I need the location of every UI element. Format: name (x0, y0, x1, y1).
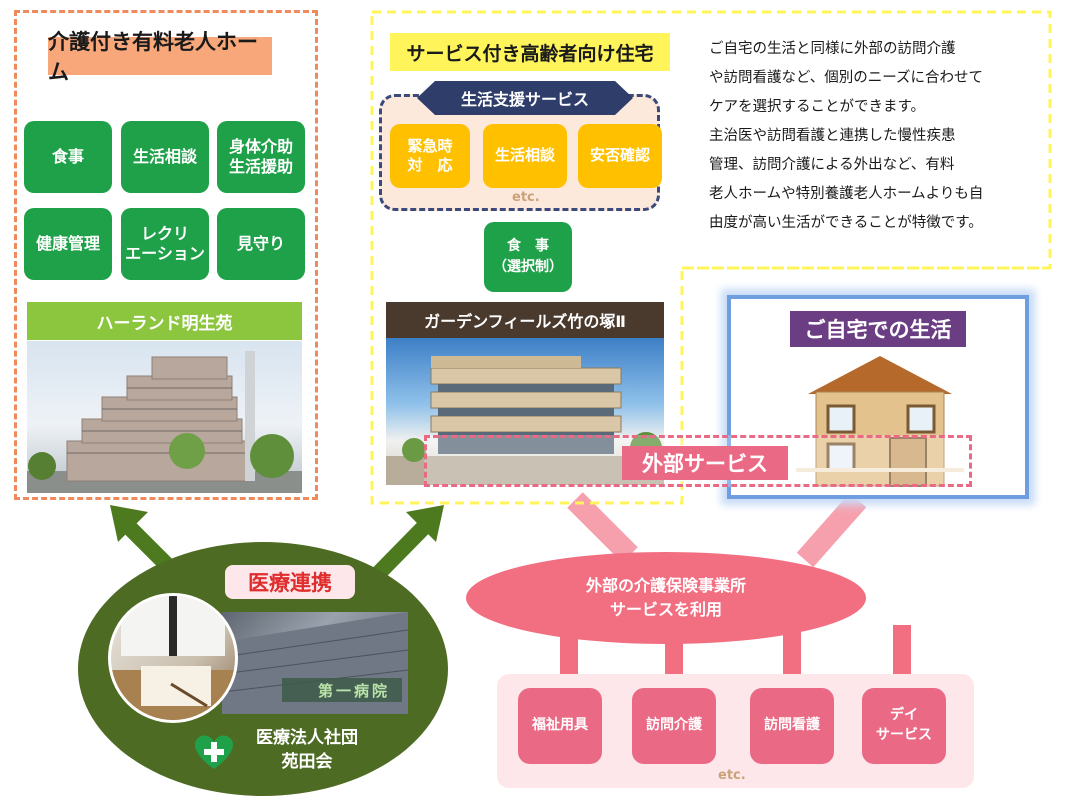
home-life-title: ご自宅での生活 (790, 311, 966, 347)
support-services-title: 生活支援サービス (460, 90, 589, 109)
desc-line: 由度が高い生活ができることが特徴です。 (709, 215, 983, 231)
connector-home-provider (796, 492, 867, 568)
doctor-photo (108, 593, 238, 723)
building-illustration-icon (27, 351, 302, 493)
support-safety-check: 安否確認 (578, 124, 662, 188)
service-welfare-equipment: 福祉用具 (518, 688, 602, 764)
doctor-writing-icon (111, 596, 235, 720)
desc-line: ケアを選択することができます。 (709, 99, 926, 115)
support-consultation: 生活相談 (483, 124, 567, 188)
medical-cooperation-title: 医療連携 (225, 565, 355, 599)
hospital-photo: 第一病院 (222, 612, 408, 714)
service-physical-care: 身体介助 生活援助 (217, 121, 305, 193)
support-banner (417, 81, 633, 115)
nursing-home-photo (27, 341, 302, 493)
connector-mid-provider (567, 492, 638, 563)
service-home-care: 訪問介護 (632, 688, 716, 764)
support-emergency: 緊急時 対 応 (390, 124, 470, 188)
external-etc: etc. (718, 768, 746, 783)
service-recreation: レクリ エーション (121, 208, 209, 280)
meal-selectable: 食 事 （選択制） (484, 222, 572, 292)
house-icon (796, 356, 964, 487)
service-day-service: デイ サービス (862, 688, 946, 764)
medical-cross-heart-icon (195, 735, 233, 769)
hospital-sign: 第一病院 (317, 682, 390, 700)
desc-line: 管理、訪問介護による外出など、有料 (709, 157, 955, 173)
medical-org-name: 医療法人社団 苑田会 (256, 728, 358, 772)
external-services-label: 外部サービス (622, 446, 788, 480)
service-housing-name: ガーデンフィールズ竹の塚Ⅱ (386, 302, 664, 338)
nursing-home-title: 介護付き有料老人ホーム (48, 30, 272, 84)
service-home-nursing: 訪問看護 (750, 688, 834, 764)
desc-line: や訪問看護など、個別のニーズに合わせて (709, 70, 984, 86)
service-watch: 見守り (217, 208, 305, 280)
modern-building-illustration-icon (386, 356, 664, 485)
nursing-home-panel (14, 10, 318, 500)
service-consultation: 生活相談 (121, 121, 209, 193)
service-housing-panel (370, 10, 1052, 505)
nursing-home-name: ハーランド明生苑 (27, 302, 302, 340)
desc-line: ご自宅の生活と同様に外部の訪問介護 (709, 41, 956, 57)
service-housing-title: サービス付き高齢者向け住宅 (390, 33, 670, 71)
service-housing-photo (386, 338, 664, 485)
hospital-building-icon (222, 612, 408, 714)
service-housing-description: ご自宅の生活と同様に外部の訪問介護 や訪問看護など、個別のニーズに合わせて ケア… (709, 35, 1039, 238)
desc-line: 主治医や訪問看護と連携した慢性疾患 (709, 128, 956, 144)
service-health: 健康管理 (24, 208, 112, 280)
support-etc: etc. (512, 190, 540, 205)
external-provider-oval: 外部の介護保険事業所 サービスを利用 (466, 552, 866, 644)
service-meal: 食事 (24, 121, 112, 193)
desc-line: 老人ホームや特別養護老人ホームよりも自 (709, 186, 984, 202)
arrow-right-icon (366, 505, 444, 586)
